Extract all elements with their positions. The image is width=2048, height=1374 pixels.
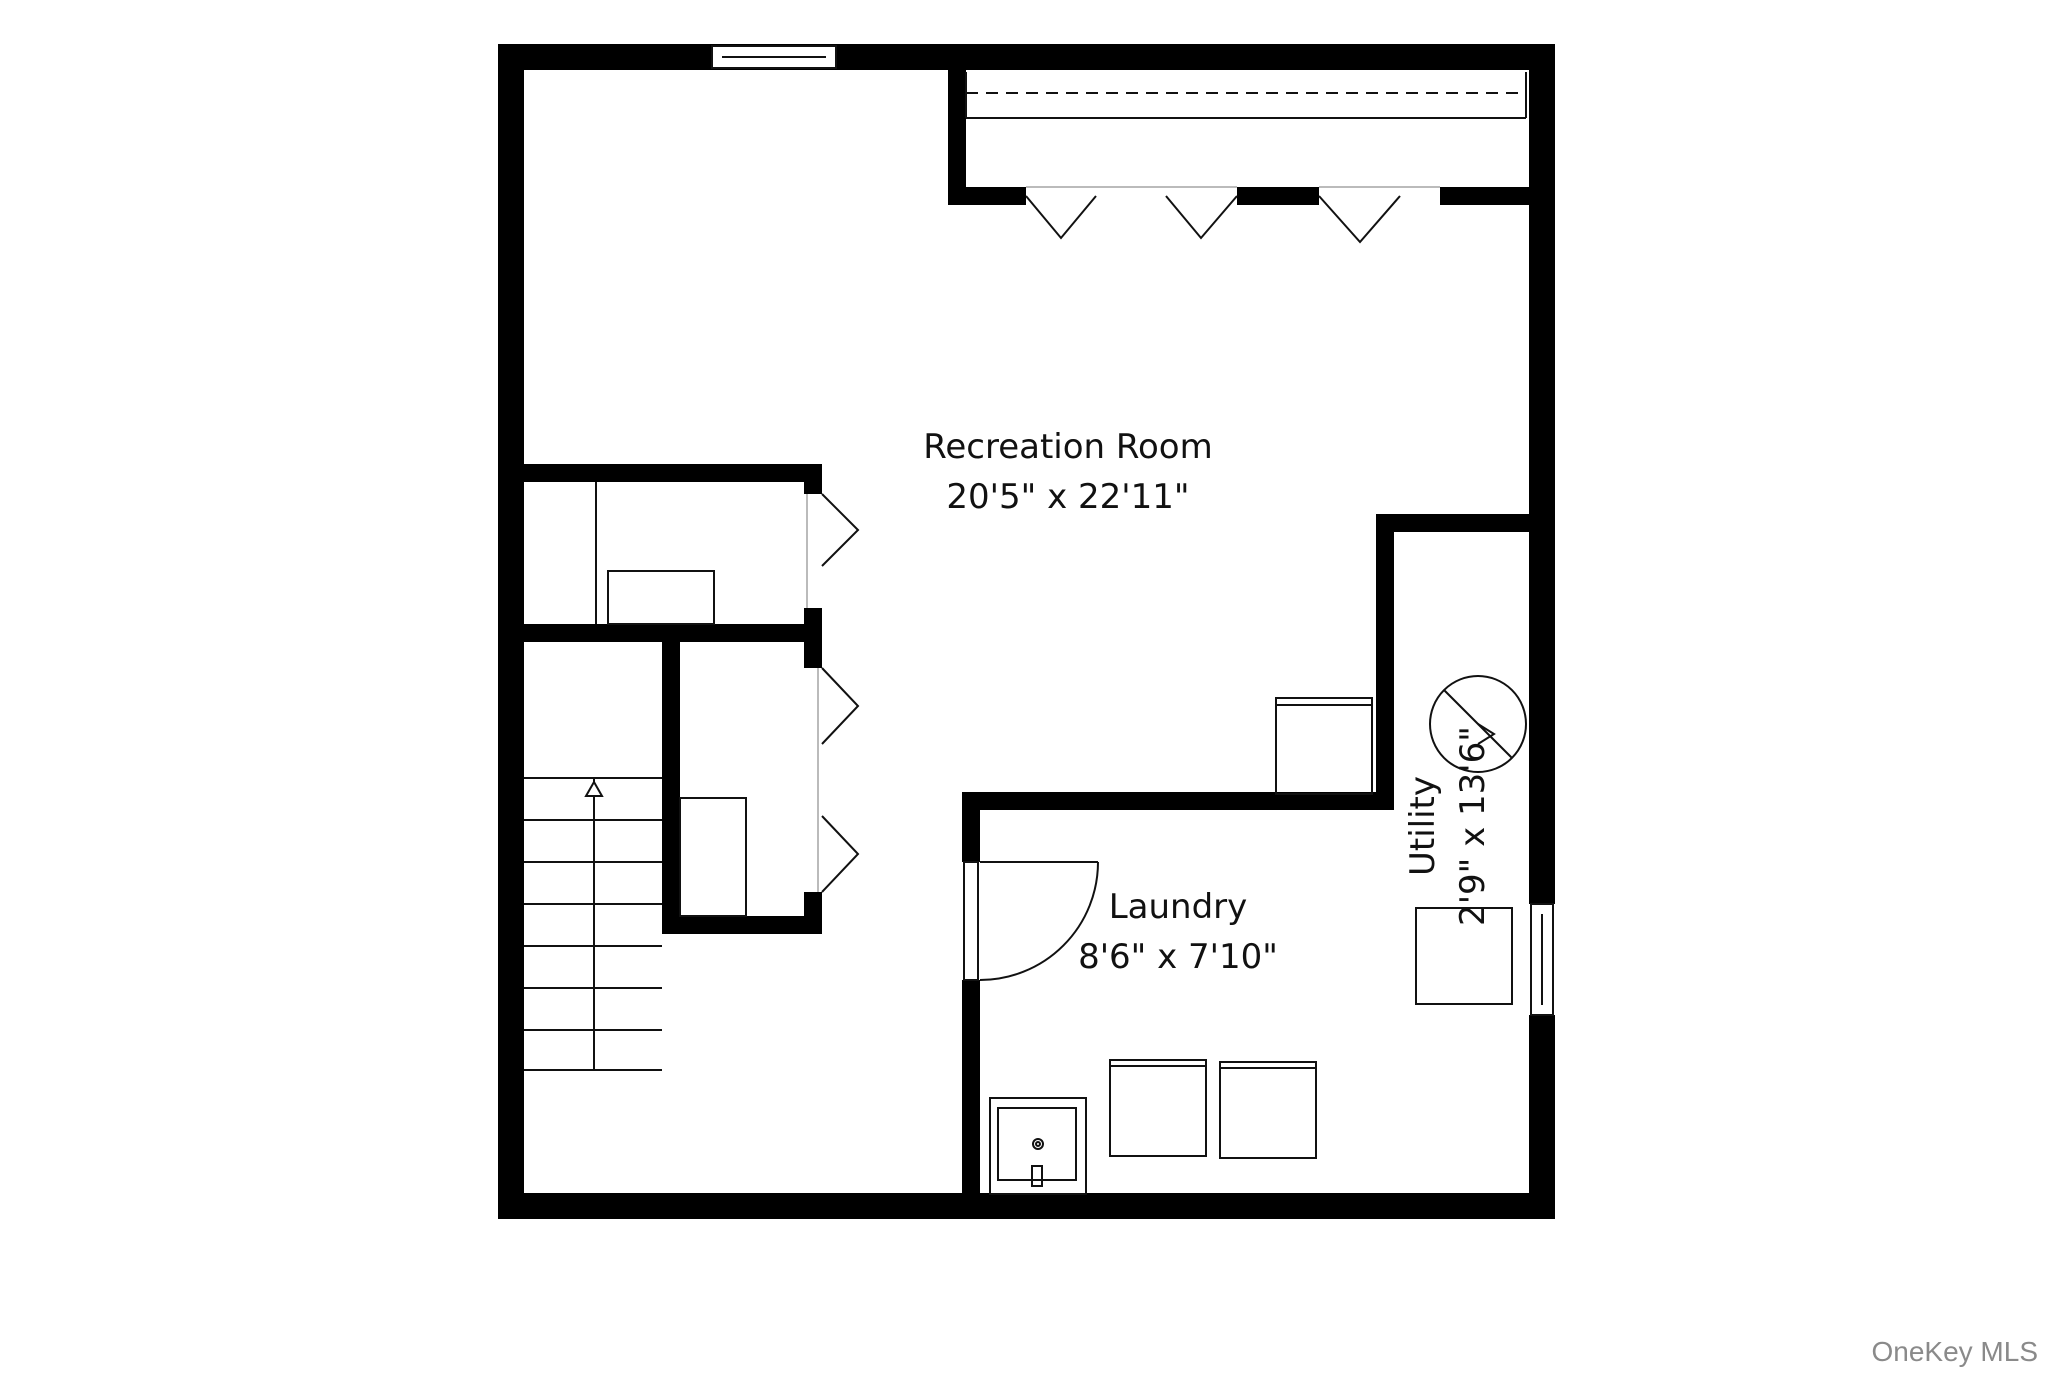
closet2-cabinet	[679, 797, 747, 917]
closet2-wall-bottom	[662, 916, 822, 934]
utility-sink	[989, 1097, 1087, 1195]
closet-wall-bottom-a	[948, 187, 1026, 205]
laundry-wall-left-top	[962, 792, 980, 862]
stairs	[524, 777, 662, 1071]
utility-room-dims: 2'9" x 13'6"	[1453, 726, 1493, 926]
closet-wall-left	[948, 65, 966, 205]
storage-wall-bottom	[520, 624, 822, 642]
closet2-wall-left	[662, 640, 680, 934]
utility-wall-top	[1376, 514, 1532, 532]
outer-wall-bottom	[498, 1193, 1555, 1219]
utility-wall-left	[1376, 514, 1394, 808]
watermark: OneKey MLS	[1871, 1336, 2038, 1367]
outer-wall-right-upper	[1529, 44, 1555, 904]
utility-room-name: Utility	[1403, 776, 1443, 876]
closet2-fixtures	[679, 667, 860, 917]
walls	[498, 44, 1555, 1219]
outer-wall-right-lower	[1529, 1015, 1555, 1219]
closet-doors-top	[1025, 186, 1440, 244]
storage-cabinet	[607, 570, 715, 625]
closet-wall-bottom-c	[1440, 187, 1532, 205]
water-heater-icon	[1429, 675, 1527, 773]
outer-wall-left	[498, 44, 524, 1219]
laundry-wall-left-bottom	[962, 980, 980, 1216]
rec-room-cabinet	[1275, 697, 1373, 795]
outer-wall-top	[498, 44, 1555, 70]
storage-wall-top	[520, 464, 822, 482]
recreation-room-dims: 20'5" x 22'11"	[946, 477, 1189, 517]
laundry-room-name: Laundry	[1109, 887, 1248, 927]
closet2-wall-right-bottom	[804, 892, 822, 934]
utility-furnace	[1415, 907, 1513, 1005]
washer	[1109, 1059, 1207, 1157]
laundry-wall-top	[962, 792, 1394, 810]
closet-shelf	[965, 72, 1527, 119]
storage-wall-right-top	[804, 464, 822, 494]
storage-fixtures	[595, 482, 860, 625]
laundry-room-dims: 8'6" x 7'10"	[1078, 937, 1278, 977]
windows	[711, 45, 1554, 1016]
utility-fixtures	[1415, 675, 1527, 1005]
laundry-fixtures	[963, 861, 1317, 1195]
dryer	[1219, 1061, 1317, 1159]
room-labels: Recreation Room 20'5" x 22'11" Laundry 8…	[923, 427, 1493, 977]
laundry-door-frame	[963, 861, 979, 981]
stairs-up-arrow-head	[584, 779, 604, 797]
closet-wall-bottom-b	[1237, 187, 1319, 205]
recreation-room-name: Recreation Room	[923, 427, 1212, 467]
